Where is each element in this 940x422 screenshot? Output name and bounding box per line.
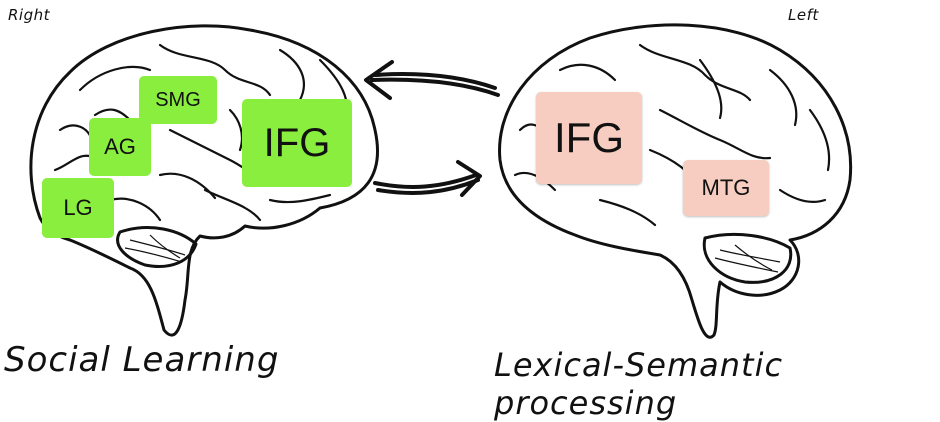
arrow-right-to-left — [373, 160, 482, 197]
right-cerebellum-lines — [124, 234, 186, 263]
region-ifg-left: IFG — [536, 92, 642, 184]
right-brain-outline — [29, 24, 380, 337]
region-ifg-right: IFG — [242, 99, 352, 187]
arrow-left-to-right — [364, 60, 500, 100]
left-brain-outline — [498, 23, 853, 339]
left-cerebellum-lines — [714, 244, 781, 273]
region-smg: SMG — [139, 76, 217, 124]
region-ag: AG — [89, 118, 151, 176]
right-caption: Social Learning — [4, 340, 280, 380]
region-mtg: MTG — [683, 160, 769, 216]
left-hemisphere-label: Left — [788, 6, 819, 24]
left-caption: Lexical-Semantic processing — [494, 346, 784, 422]
region-lg: LG — [42, 178, 114, 238]
right-hemisphere-label: Right — [8, 6, 50, 24]
